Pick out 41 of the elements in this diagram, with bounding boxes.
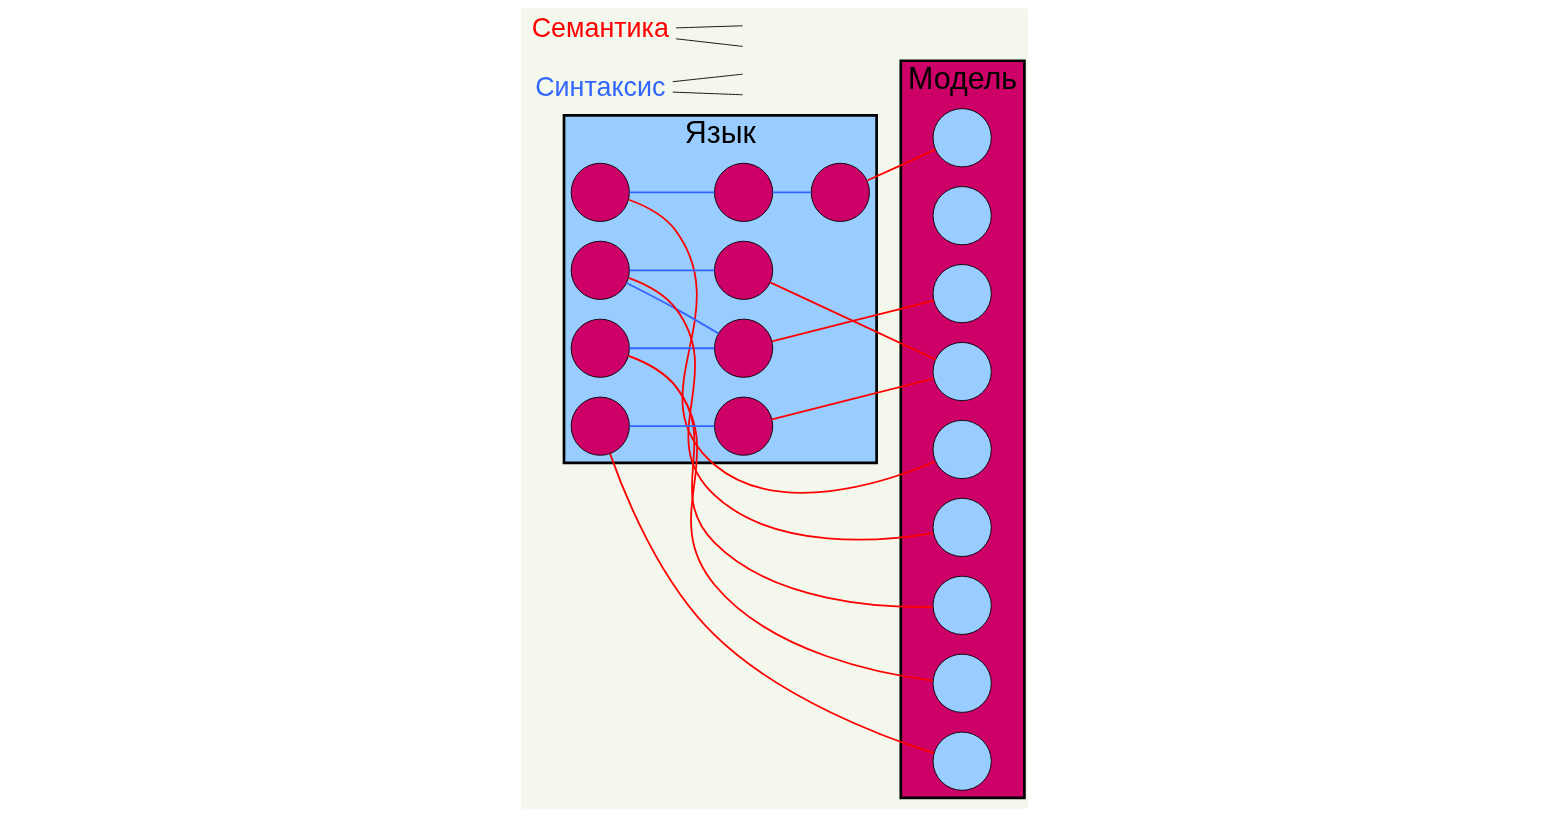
connector — [628, 347, 715, 350]
node-circle — [932, 419, 992, 480]
node-circle — [932, 342, 992, 402]
node-circle — [932, 731, 992, 791]
node-circle — [713, 240, 773, 300]
connector — [768, 281, 936, 361]
node-circle — [570, 396, 630, 456]
connector — [627, 198, 936, 494]
connector — [865, 148, 936, 182]
connector — [627, 354, 934, 682]
connector — [770, 299, 935, 343]
node-circle — [713, 318, 773, 378]
connector — [627, 355, 934, 608]
node-circle — [570, 318, 630, 378]
node-circle — [932, 497, 992, 557]
cluster: Язык — [562, 114, 878, 465]
connector — [671, 73, 743, 83]
connector — [675, 25, 743, 29]
connector — [671, 91, 743, 96]
connector — [628, 425, 715, 428]
node-circle — [713, 162, 773, 222]
connector — [628, 191, 715, 194]
connector — [675, 38, 743, 47]
node-circle — [810, 162, 870, 222]
connector — [608, 452, 935, 755]
node-circle — [570, 240, 630, 300]
cluster: Модель — [898, 59, 1026, 800]
node-circle — [713, 396, 773, 456]
connector — [770, 377, 935, 421]
node-circle — [932, 186, 992, 246]
node-circle — [932, 575, 992, 635]
connector — [625, 282, 719, 335]
node-text: Семантика — [531, 12, 669, 43]
node-circle — [932, 108, 992, 168]
node-circle — [932, 264, 992, 324]
connector — [628, 269, 715, 272]
node-circle — [570, 162, 630, 222]
node-text: Синтаксис — [534, 72, 665, 103]
connector — [627, 277, 934, 541]
connector — [771, 191, 812, 194]
node-circle — [932, 653, 992, 713]
